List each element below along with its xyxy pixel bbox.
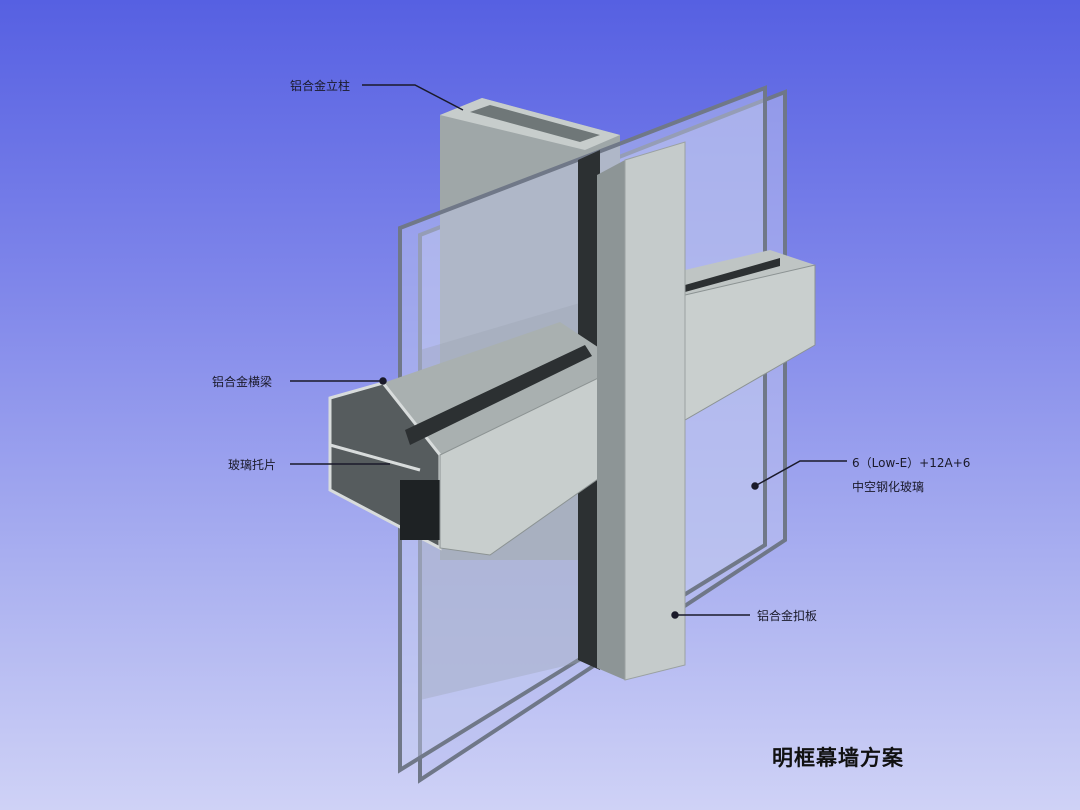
label-cover-plate: 铝合金扣板 xyxy=(757,609,818,623)
label-glass-support: 玻璃托片 xyxy=(228,458,277,472)
cover-plate-front xyxy=(624,141,686,681)
cover-plate-side xyxy=(597,160,625,680)
label-glass-spec: 6（Low-E）+12A+6 xyxy=(852,456,971,470)
label-glass-type: 中空钢化玻璃 xyxy=(852,480,925,494)
label-mullion: 铝合金立柱 xyxy=(290,79,351,93)
transom-front xyxy=(439,364,626,556)
diagram-title: 明框幕墙方案 xyxy=(772,746,904,770)
label-transom: 铝合金横梁 xyxy=(212,375,273,389)
leader-lines xyxy=(290,84,847,619)
